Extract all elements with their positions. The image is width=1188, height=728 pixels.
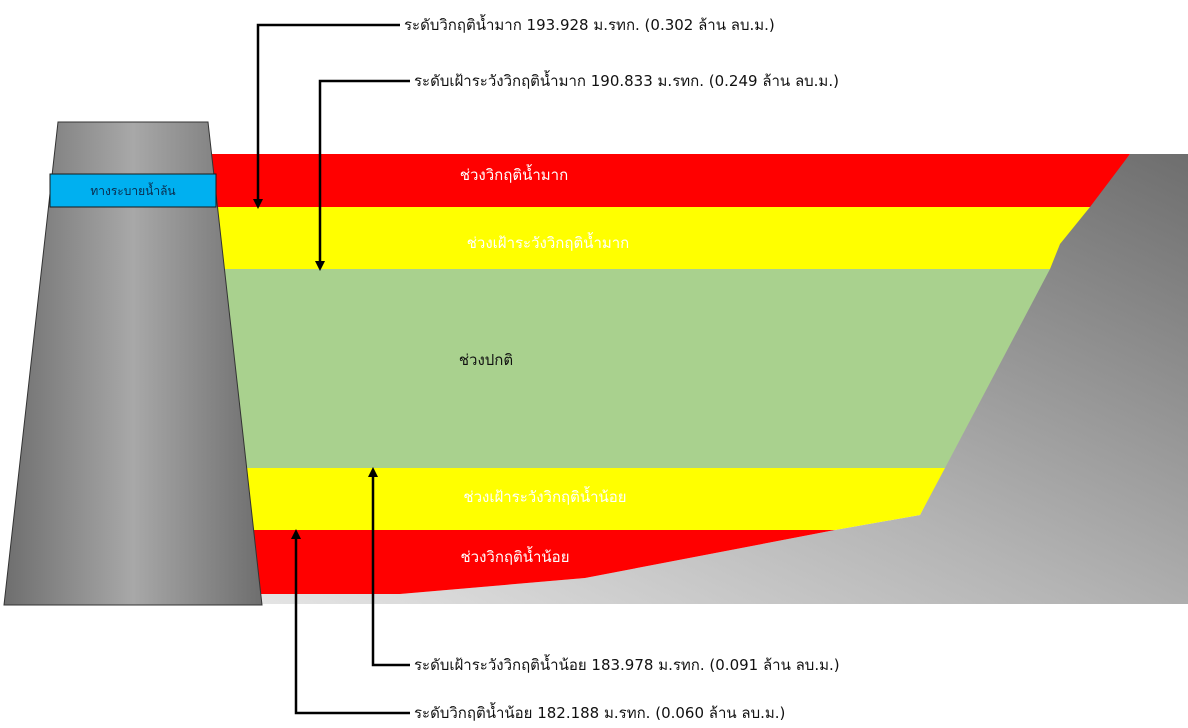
level-drought-watch: ระดับเฝ้าระวังวิกฤติน้ำน้อย 183.978 ม.รท… — [414, 654, 840, 674]
spillway-label: ทางระบายน้ำล้น — [90, 182, 175, 198]
leader-drought-watch — [368, 467, 410, 667]
dam-body — [3, 121, 263, 606]
leader-drought-critical — [291, 529, 410, 715]
zone-label-flood-critical: ช่วงวิกฤติน้ำมาก — [460, 164, 568, 184]
reservoir-bank — [225, 154, 1188, 604]
zone-label-drought-critical: ช่วงวิกฤติน้ำน้อย — [461, 546, 570, 566]
level-flood-watch: ระดับเฝ้าระวังวิกฤติน้ำมาก 190.833 ม.รทก… — [414, 70, 839, 90]
zone-drought-critical — [240, 530, 835, 594]
leader-flood-critical — [253, 23, 400, 209]
leader-flood-watch — [315, 79, 410, 271]
zone-drought-watch — [220, 468, 945, 530]
zone-normal — [215, 269, 1050, 468]
zone-label-drought-watch: ช่วงเฝ้าระวังวิกฤติน้ำน้อย — [463, 486, 626, 506]
zone-flood-watch — [212, 207, 1090, 269]
level-drought-critical: ระดับวิกฤติน้ำน้อย 182.188 ม.รทก. (0.060… — [414, 702, 785, 722]
zone-label-flood-watch: ช่วงเฝ้าระวังวิกฤติน้ำมาก — [467, 232, 630, 252]
level-flood-critical: ระดับวิกฤติน้ำมาก 193.928 ม.รทก. (0.302 … — [404, 14, 775, 34]
spillway — [49, 173, 217, 208]
zone-flood-critical — [212, 154, 1130, 207]
zone-label-normal: ช่วงปกติ — [459, 351, 513, 369]
